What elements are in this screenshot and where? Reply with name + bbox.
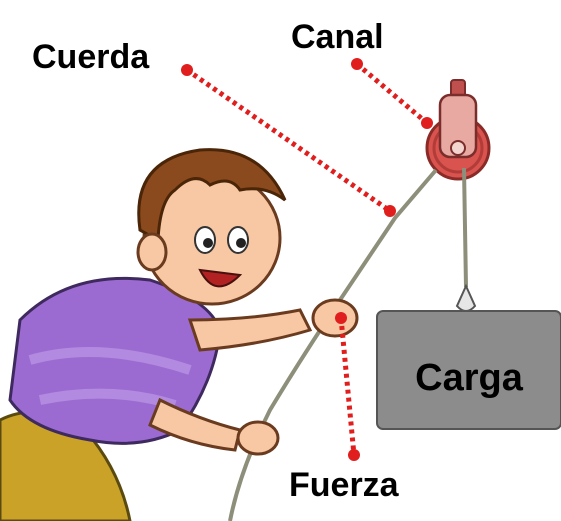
boy-hair [137,148,287,243]
label-force: Fuerza [289,466,400,504]
leader-lines [181,58,433,461]
leader-dot-force-start [335,312,347,324]
boy-shirt-stripe [28,347,192,375]
boy-mouth [198,268,243,288]
load-label: Carga [415,357,524,399]
leader-dot-groove-end [421,117,433,129]
pulley [425,79,491,181]
label-rope: Cuerda [32,38,150,76]
load-box [376,310,561,430]
boy-hand-lower [236,420,280,456]
boy-ear [136,232,168,272]
boy-illustration [0,148,359,521]
leader-dot-groove-start [351,58,363,70]
boy-arm-upper [187,308,313,352]
rope-to-load [462,167,468,288]
leader-line-rope [185,67,392,214]
hook [455,283,477,312]
pulley-axle [450,140,466,156]
boy-arm-lower [148,397,242,452]
leader-line-groove [355,62,429,125]
leader-line-force [338,317,357,456]
boy-pupil-right [236,238,246,248]
pulley-bracket [438,93,478,159]
leader-dot-force-end [348,449,360,461]
leader-dot-rope-end [384,205,396,217]
boy-pupil-left [203,238,213,248]
leader-dot-rope-start [181,64,193,76]
label-groove: Canal [291,18,384,56]
